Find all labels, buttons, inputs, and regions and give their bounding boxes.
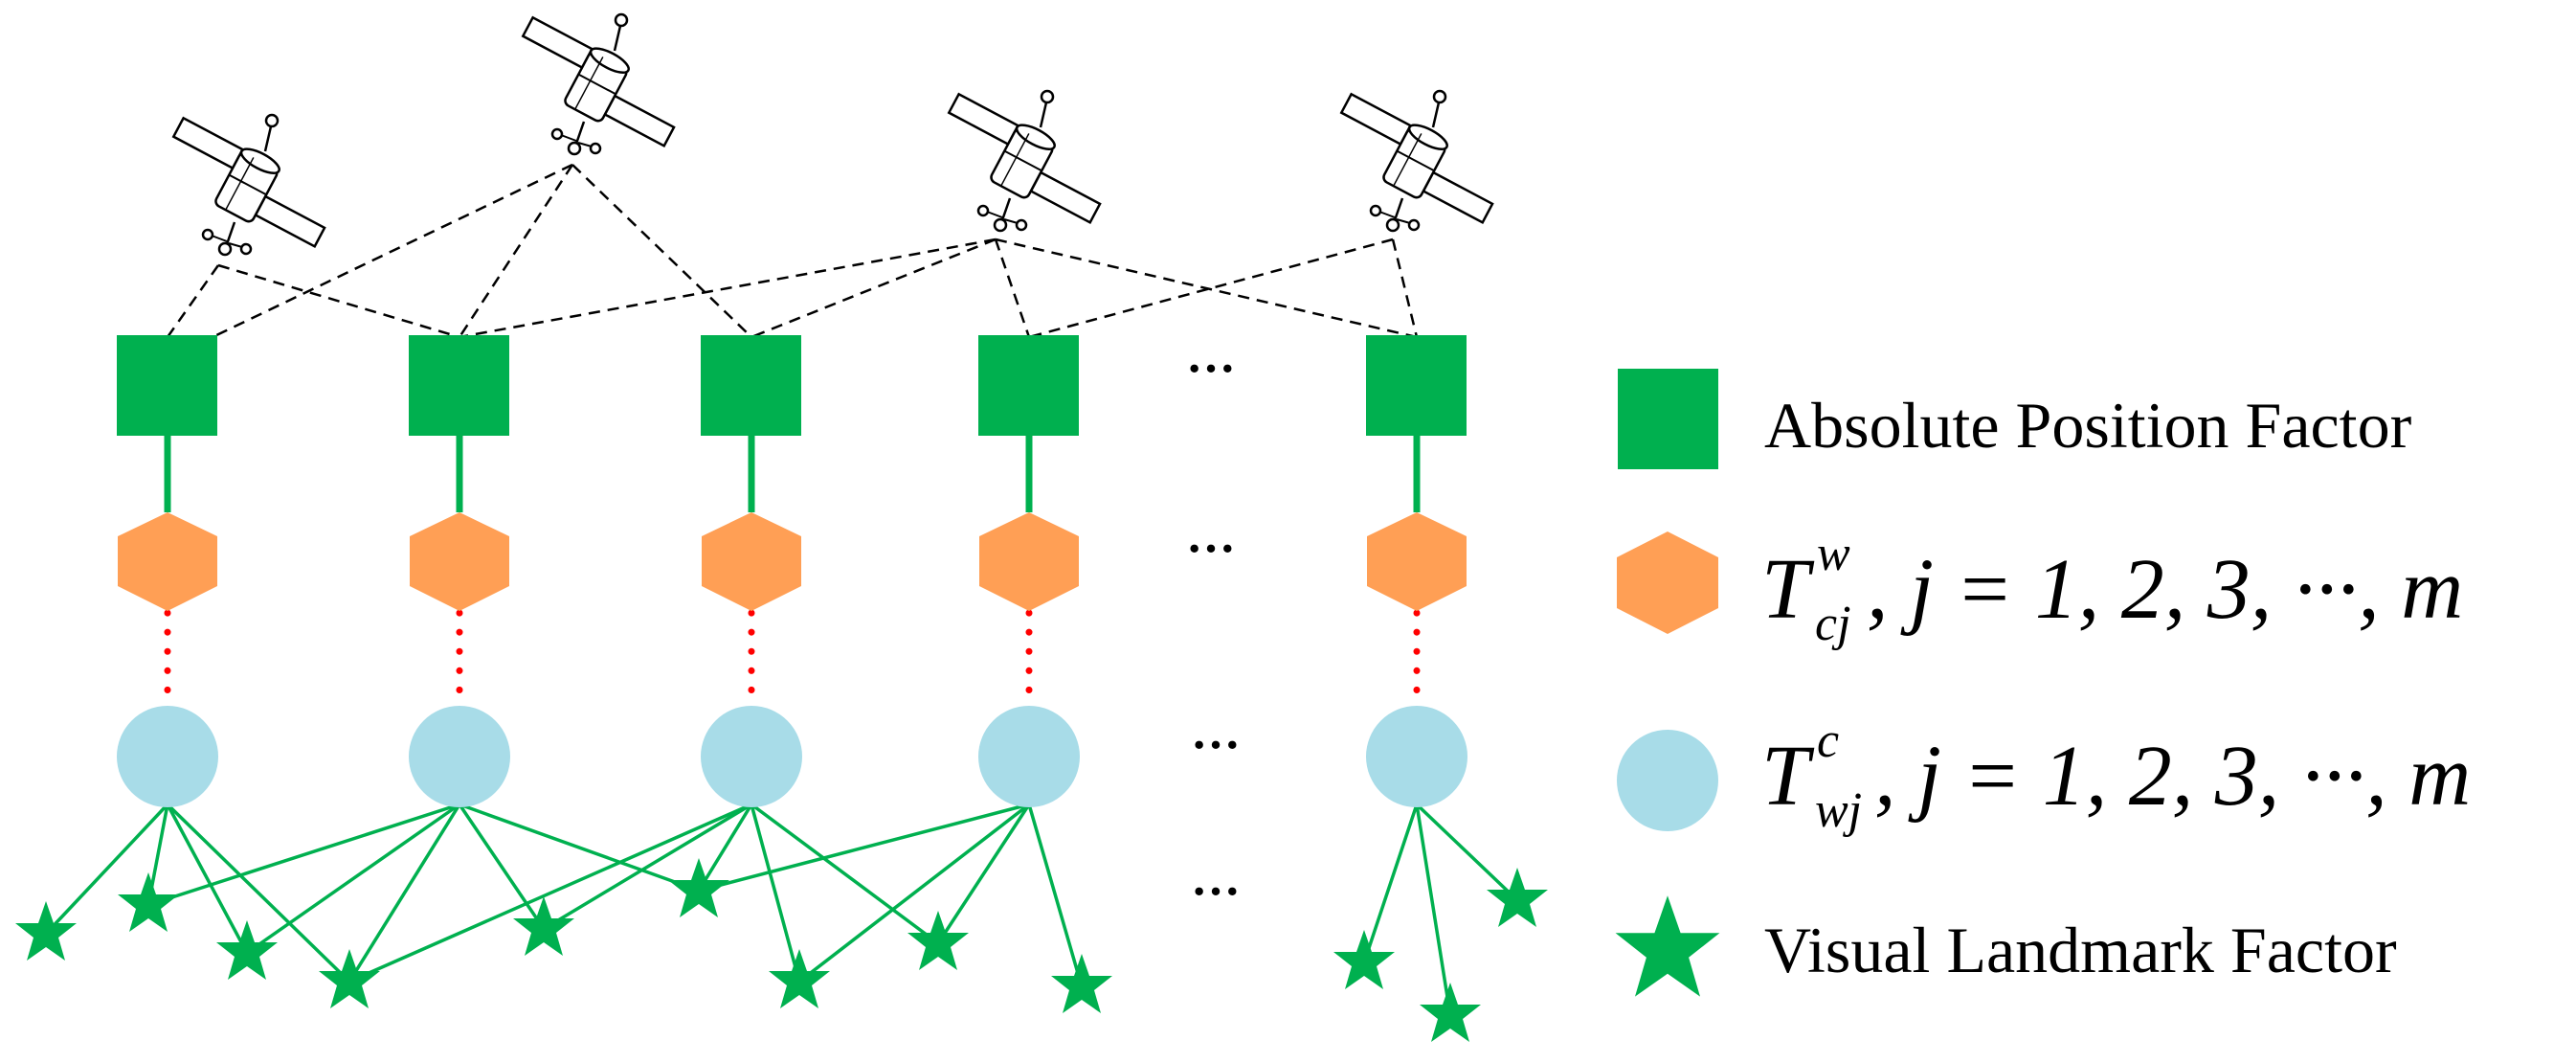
pose-node-hexagon <box>979 512 1079 611</box>
pose-node-hexagon <box>118 512 217 611</box>
pose-node-circle <box>409 706 510 807</box>
visual-landmark-star-icon <box>668 858 729 917</box>
pose-node-circle <box>1366 706 1467 807</box>
legend: Absolute Position Factor T w cj , j = 1,… <box>1615 369 2471 997</box>
svg-text:, j = 1, 2, 3, ···, m: , j = 1, 2, 3, ···, m <box>1867 542 2463 637</box>
absolute-position-factor <box>409 335 509 436</box>
visual-landmark-star-icon <box>118 872 179 932</box>
pose-node-circle <box>117 706 218 807</box>
visual-landmark-star-icon <box>1333 930 1395 989</box>
svg-text:, j = 1, 2, 3, ···, m: , j = 1, 2, 3, ···, m <box>1874 729 2471 824</box>
svg-text:wj: wj <box>1815 783 1862 838</box>
legend-circle-icon <box>1617 730 1718 831</box>
svg-text:c: c <box>1817 713 1839 768</box>
legend-visual-landmark-factor: Visual Landmark Factor <box>1764 914 2397 986</box>
satellite-links <box>166 163 1419 339</box>
visual-landmark-star-icon <box>1420 983 1481 1042</box>
legend-pose-wc: T c wj , j = 1, 2, 3, ···, m <box>1761 713 2471 838</box>
visual-landmark-star-icon <box>769 949 830 1008</box>
svg-text:T: T <box>1761 729 1815 824</box>
absolute-position-factor <box>117 335 217 436</box>
legend-square-icon <box>1618 369 1718 469</box>
pose-node-circle <box>701 706 802 807</box>
factor-graph-columns: ··· ··· ··· ··· <box>15 335 1548 1042</box>
visual-landmark-star-icon <box>907 911 969 970</box>
absolute-position-factor <box>1366 335 1467 436</box>
pose-node-circle <box>978 706 1080 807</box>
column-ellipsis: ··· <box>1186 522 1236 577</box>
svg-text:w: w <box>1817 527 1850 581</box>
absolute-position-factor <box>978 335 1079 436</box>
legend-pose-cw: T w cj , j = 1, 2, 3, ···, m <box>1761 527 2463 651</box>
satellite-icon <box>1340 89 1494 233</box>
svg-text:T: T <box>1761 542 1815 637</box>
pose-node-hexagon <box>410 512 509 611</box>
satellite-icon <box>172 113 326 257</box>
svg-text:cj: cj <box>1815 597 1851 651</box>
absolute-position-factor <box>701 335 801 436</box>
satellite-icon <box>522 12 676 156</box>
column-ellipsis: ··· <box>1191 865 1241 919</box>
pose-node-hexagon <box>1367 512 1467 611</box>
legend-absolute-position-factor: Absolute Position Factor <box>1764 389 2412 462</box>
visual-landmark-star-icon <box>216 920 278 980</box>
visual-landmark-star-icon <box>1051 954 1112 1013</box>
legend-hexagon-icon <box>1617 532 1718 634</box>
satellites <box>172 12 1494 257</box>
pose-node-hexagon <box>702 512 801 611</box>
satellite-icon <box>948 89 1102 233</box>
column-ellipsis: ··· <box>1186 342 1236 396</box>
legend-star-icon <box>1615 895 1720 997</box>
visual-landmark-star-icon <box>1487 868 1548 927</box>
column-ellipsis: ··· <box>1191 718 1241 773</box>
visual-landmark-star-icon <box>319 949 380 1008</box>
